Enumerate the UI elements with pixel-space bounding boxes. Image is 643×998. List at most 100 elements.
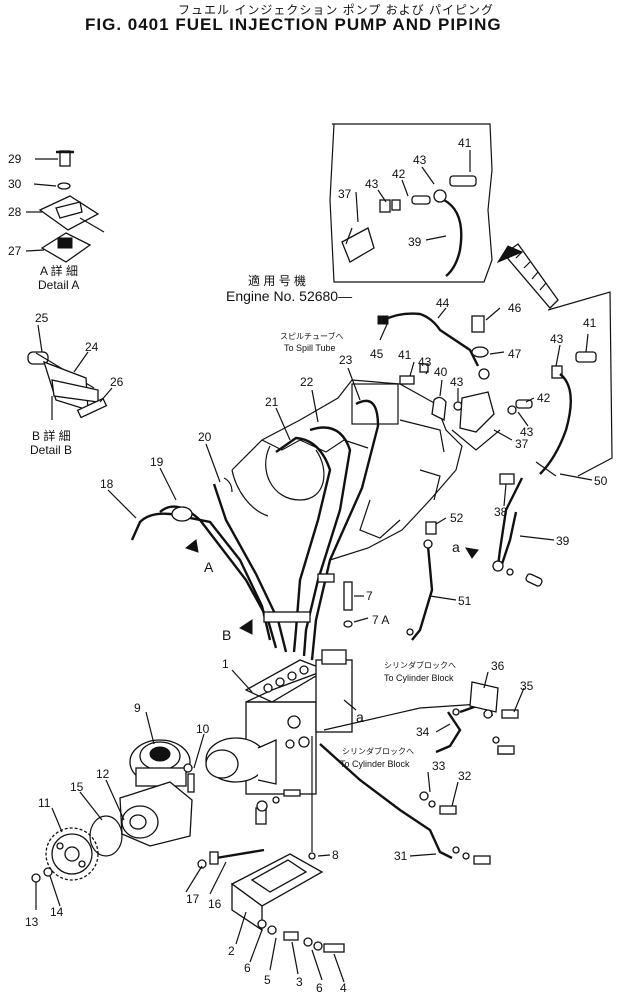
joint-marker-a-pump: a <box>356 709 364 725</box>
callout-19: 19 <box>150 455 164 469</box>
callout-41-main: 41 <box>398 348 412 362</box>
callout-44: 44 <box>436 296 450 310</box>
pipe-39-lower <box>465 511 543 587</box>
callout-30: 30 <box>8 177 22 191</box>
bracket-2 <box>230 853 324 932</box>
callout-40: 40 <box>434 365 448 379</box>
inset-detail-box <box>329 123 493 283</box>
spill-tube-note: To Spill Tube <box>284 343 336 353</box>
callout-43-inset-a: 43 <box>413 153 427 167</box>
callout-50: 50 <box>594 474 608 488</box>
callout-5: 5 <box>264 973 271 987</box>
callout-34: 34 <box>416 725 430 739</box>
detail-b-drawing <box>27 351 108 420</box>
engine-applicability-jp: 適 用 号 機 <box>248 273 306 288</box>
view-marker-b: B <box>222 627 231 643</box>
callout-47: 47 <box>508 347 522 361</box>
callout-41-inset: 41 <box>458 136 472 150</box>
callout-23: 23 <box>339 353 353 367</box>
callout-43-right: 43 <box>550 332 564 346</box>
callout-37-main: 37 <box>515 437 529 451</box>
callout-7: 7 <box>366 589 373 603</box>
callout-14: 14 <box>50 905 64 919</box>
callout-17: 17 <box>186 892 200 906</box>
view-b-arrow <box>239 619 253 635</box>
o-ring-15 <box>89 815 123 857</box>
detail-a-drawing <box>38 150 105 263</box>
callout-43-main-a: 43 <box>418 355 432 369</box>
callout-36: 36 <box>491 659 505 673</box>
callout-43-inset-b: 43 <box>365 177 379 191</box>
callout-39-main: 39 <box>556 534 570 548</box>
pipe-31 <box>319 743 515 865</box>
callout-22: 22 <box>300 375 314 389</box>
engine-number: Engine No. 52680— <box>226 288 352 304</box>
callout-16: 16 <box>208 897 222 911</box>
callout-46: 46 <box>508 301 522 315</box>
bolt-7 <box>343 581 353 611</box>
pipe-51 <box>406 521 437 641</box>
callout-41-right: 41 <box>583 316 597 330</box>
cylinder-block-note-2: To Cylinder Block <box>340 759 410 769</box>
callout-43-main-b: 43 <box>450 375 464 389</box>
view-a-arrow <box>184 539 199 553</box>
callout-43-lower: 43 <box>520 425 534 439</box>
callout-7a: 7 A <box>372 613 389 627</box>
callout-27: 27 <box>8 244 22 258</box>
callout-35: 35 <box>520 679 534 693</box>
inset-leader <box>547 291 613 477</box>
callout-39-inset: 39 <box>408 235 422 249</box>
callout-3: 3 <box>296 975 303 989</box>
callout-32: 32 <box>458 769 472 783</box>
callout-13: 13 <box>25 915 39 929</box>
air-compressor <box>119 739 195 847</box>
cylinder-block-note-2-jp: シリンダブロックへ <box>342 746 414 756</box>
figure-title: FIG. 0401 FUEL INJECTION PUMP AND PIPING <box>85 15 502 34</box>
callout-20: 20 <box>198 430 212 444</box>
joint-marker-a: a <box>452 539 460 555</box>
callout-26: 26 <box>110 375 124 389</box>
detail-b-title: Detail B <box>30 443 72 457</box>
callout-33: 33 <box>432 759 446 773</box>
detail-a-title: Detail A <box>38 278 79 292</box>
callout-1: 1 <box>222 657 229 671</box>
callout-9: 9 <box>134 701 141 715</box>
callout-8: 8 <box>332 848 339 862</box>
callout-6-right: 6 <box>316 981 323 995</box>
callout-29: 29 <box>8 152 22 166</box>
view-arrow <box>496 243 559 309</box>
callout-6-left: 6 <box>244 961 251 975</box>
callout-52: 52 <box>450 511 464 525</box>
callout-45: 45 <box>370 347 384 361</box>
spill-piping <box>377 312 597 567</box>
callout-18: 18 <box>100 477 114 491</box>
spill-tube-note-jp: スピルチューブへ <box>280 331 344 341</box>
callout-25: 25 <box>35 311 49 325</box>
callout-38: 38 <box>494 505 508 519</box>
pipe-34 <box>323 681 519 754</box>
cylinder-block-note-1-jp: シリンダブロックへ <box>384 660 456 670</box>
callout-21: 21 <box>265 395 279 409</box>
injection-lines <box>130 399 380 661</box>
callout-2: 2 <box>228 944 235 958</box>
callout-37-inset: 37 <box>338 187 352 201</box>
callout-51: 51 <box>458 594 472 608</box>
callout-15: 15 <box>70 780 84 794</box>
callout-24: 24 <box>85 340 99 354</box>
gear-11 <box>45 827 99 881</box>
figure-title-japanese: フュエル インジェクション ポンプ および パイピング <box>178 3 494 17</box>
injection-pump <box>205 649 353 795</box>
bolt-16 <box>215 848 265 860</box>
callout-42-right: 42 <box>537 391 551 405</box>
callout-31: 31 <box>394 849 408 863</box>
detail-a-title-jp: A 詳 細 <box>40 263 78 278</box>
callout-12: 12 <box>96 767 110 781</box>
detail-b-title-jp: B 詳 細 <box>32 428 71 443</box>
callout-42-inset: 42 <box>392 167 406 181</box>
view-marker-a: A <box>204 559 214 575</box>
callout-10: 10 <box>196 722 210 736</box>
cylinder-block-note-1: To Cylinder Block <box>384 673 454 683</box>
callout-11: 11 <box>38 796 51 810</box>
callout-28: 28 <box>8 205 22 219</box>
